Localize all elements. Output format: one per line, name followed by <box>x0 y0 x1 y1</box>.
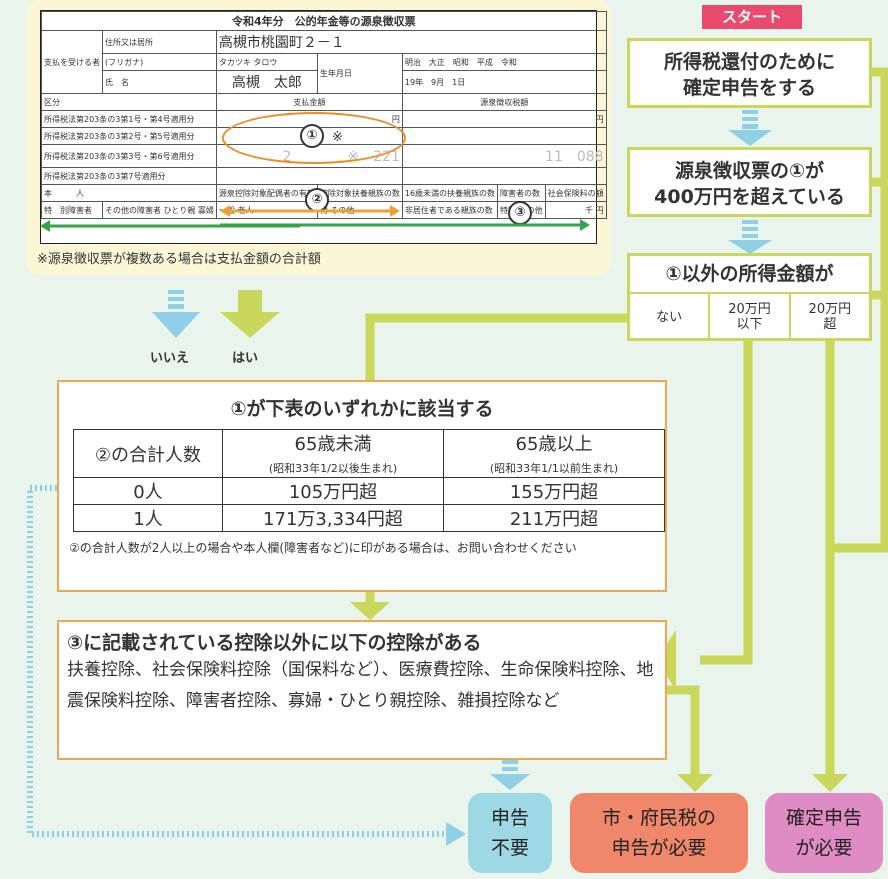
birth-label: 生年月日 <box>316 53 403 94</box>
category-label: 区分 <box>41 93 217 111</box>
spouse-label: 源泉控除対象配偶者の有無 <box>215 184 318 202</box>
table-row: 1人 171万3,334円超 211万円超 <box>73 504 665 532</box>
threshold-box: ①が下表のいずれかに該当する ②の合計人数 65歳未満(昭和33年1/2以後生ま… <box>57 380 667 592</box>
dependents-label: 控除対象扶養親族の数 <box>316 184 403 202</box>
table-header: ②の合計人数 <box>73 429 223 478</box>
special-disabled: 特 別障害者 <box>41 201 103 219</box>
name-label: 氏 名 <box>102 70 217 94</box>
q3-option-over20: 20万円超 <box>808 302 852 332</box>
threshold-table: ②の合計人数 65歳未満(昭和33年1/2以後生まれ) 65歳以上(昭和33年1… <box>73 429 665 532</box>
marker-note: ※ <box>332 130 343 145</box>
other-disabled: その他の障害者 ひとり親 寡婦 <box>102 201 217 219</box>
q1-line: 所得税還付のために <box>663 51 835 73</box>
q3-box: ①以外の所得金額が ない 20万円以下 20万円超 <box>627 253 872 341</box>
deduction-body: 扶養控除、社会保険料控除（国保料など）、医療費控除、生命保険料控除、地震保険料控… <box>67 660 654 711</box>
slip-row: 所得税法第203条の3第3号・第6号適用分 <box>41 144 217 168</box>
table-row: 0人 105万円超 155万円超 <box>73 477 665 505</box>
tax-value: 11 088 <box>401 144 607 168</box>
payment-label: 支払金額 <box>215 93 403 111</box>
deduction-heading: ③に記載されている控除以外に以下の控除がある <box>67 632 482 654</box>
outcome-not-required: 申告不要 <box>468 793 552 873</box>
q2-line: 400万円を超えている <box>654 186 845 208</box>
address-label: 住所又は居所 <box>102 30 217 54</box>
outcome-municipal-tax: 市・府民税の申告が必要 <box>570 793 748 873</box>
marker-2: ② <box>305 188 329 212</box>
hon-label: 本 人 <box>41 184 217 202</box>
q3-option-under20: 20万円以下 <box>710 294 791 340</box>
birth-date: 19年 9月 1日 <box>401 70 607 94</box>
nonresident-label: 非居住者である親族の数 <box>401 201 499 219</box>
table-header: 65歳以上(昭和33年1/1以前生まれ) <box>443 429 665 478</box>
q2-box: 源泉徴収票の①が 400万円を超えている <box>627 147 872 217</box>
era-list: 明治 大正 昭和 平成 令和 <box>401 53 607 71</box>
slip-range-arrows <box>220 205 590 231</box>
slip-range-arrow-left <box>40 220 300 232</box>
q3-option-none: ない <box>630 294 711 340</box>
payment-highlight-oval <box>222 112 406 164</box>
q1-box: 所得税還付のために 確定申告をする <box>627 38 872 108</box>
furigana-value: タカツキ タロウ <box>215 53 318 71</box>
slip-row: 所得税法第203条の3第7号適用分 <box>41 167 217 185</box>
outcome-final-return: 確定申告が必要 <box>765 793 883 873</box>
threshold-heading: ①が下表のいずれかに該当する <box>230 398 494 420</box>
q1-line: 確定申告をする <box>682 77 816 99</box>
payee-label: 支払を受ける者 <box>41 30 103 94</box>
q3-question: ①以外の所得金額が <box>630 256 869 294</box>
furigana-label: (フリガナ) <box>102 53 217 71</box>
name-value: 高槻 太郎 <box>215 70 318 94</box>
disabled-count-label: 障害者の数 <box>497 184 546 202</box>
slip-row: 所得税法第203条の3第1号・第4号適用分 <box>41 110 217 128</box>
slip-note: ※源泉徴収票が複数ある場合は支払金額の合計額 <box>37 252 321 267</box>
thousand-unit: 千 円 <box>544 201 607 219</box>
table-header: 65歳未満(昭和33年1/2以後生まれ) <box>222 429 444 478</box>
threshold-footnote: ②の合計人数が2人以上の場合や本人欄(障害者など)に印がある場合は、お問い合わせ… <box>69 541 577 555</box>
tax-label: 源泉徴収税額 <box>401 93 607 111</box>
marker-1: ① <box>300 124 324 148</box>
label-no: いいえ <box>150 351 190 366</box>
q2-line: 源泉徴収票の①が <box>674 160 825 182</box>
yen-unit: 円 <box>401 110 607 128</box>
start-label: スタート <box>702 5 802 29</box>
deduction-box: ③に記載されている控除以外に以下の控除がある 扶養控除、社会保険料控除（国保料な… <box>57 620 667 760</box>
under16-label: 16歳未満の扶養親族の数 <box>401 184 499 202</box>
social-insurance-label: 社会保険料の額 <box>544 184 607 202</box>
address-value: 高槻市桃園町２－１ <box>215 30 607 54</box>
label-yes: はい <box>232 351 259 366</box>
marker-3: ③ <box>508 201 532 225</box>
slip-row: 所得税法第203条の3第2号・第5号適用分 <box>41 127 217 145</box>
slip-title: 令和4年分 公的年金等の源泉徴収票 <box>41 11 607 31</box>
